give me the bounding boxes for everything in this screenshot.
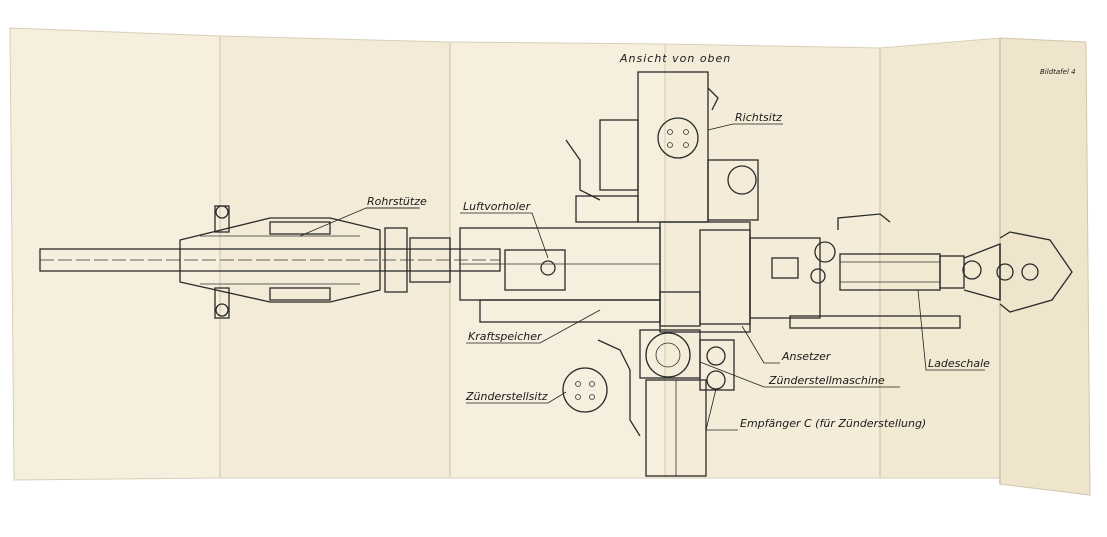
gun-barrel xyxy=(39,205,501,319)
breech-cradle xyxy=(659,213,961,333)
label-ansetzer: Ansetzer xyxy=(781,350,832,363)
title-label: Ansicht von oben xyxy=(619,52,731,65)
paper-sheet xyxy=(9,27,1091,496)
label-zuenderstellmaschine: Zünderstellmaschine xyxy=(768,374,885,387)
callout-labels: Ansicht von oben Bildtafel 4 Richtsitz R… xyxy=(367,52,1076,430)
loading-tray xyxy=(839,231,1073,313)
label-richtsitz: Richtsitz xyxy=(735,111,782,124)
label-luftvorholer: Luftvorholer xyxy=(463,200,532,213)
plate-number-label: Bildtafel 4 xyxy=(1040,68,1076,76)
label-rohrstuetze: Rohrstütze xyxy=(367,195,427,208)
leader-lines xyxy=(299,123,985,431)
fuze-setter-assembly xyxy=(562,329,735,477)
label-kraftspeicher: Kraftspeicher xyxy=(468,330,543,343)
label-empfaenger: Empfänger C (für Zünderstellung) xyxy=(740,417,926,430)
aiming-seat-assembly xyxy=(565,71,759,223)
label-zuenderstellsitz: Zünderstellsitz xyxy=(465,390,548,403)
label-ladeschale: Ladeschale xyxy=(928,357,990,370)
